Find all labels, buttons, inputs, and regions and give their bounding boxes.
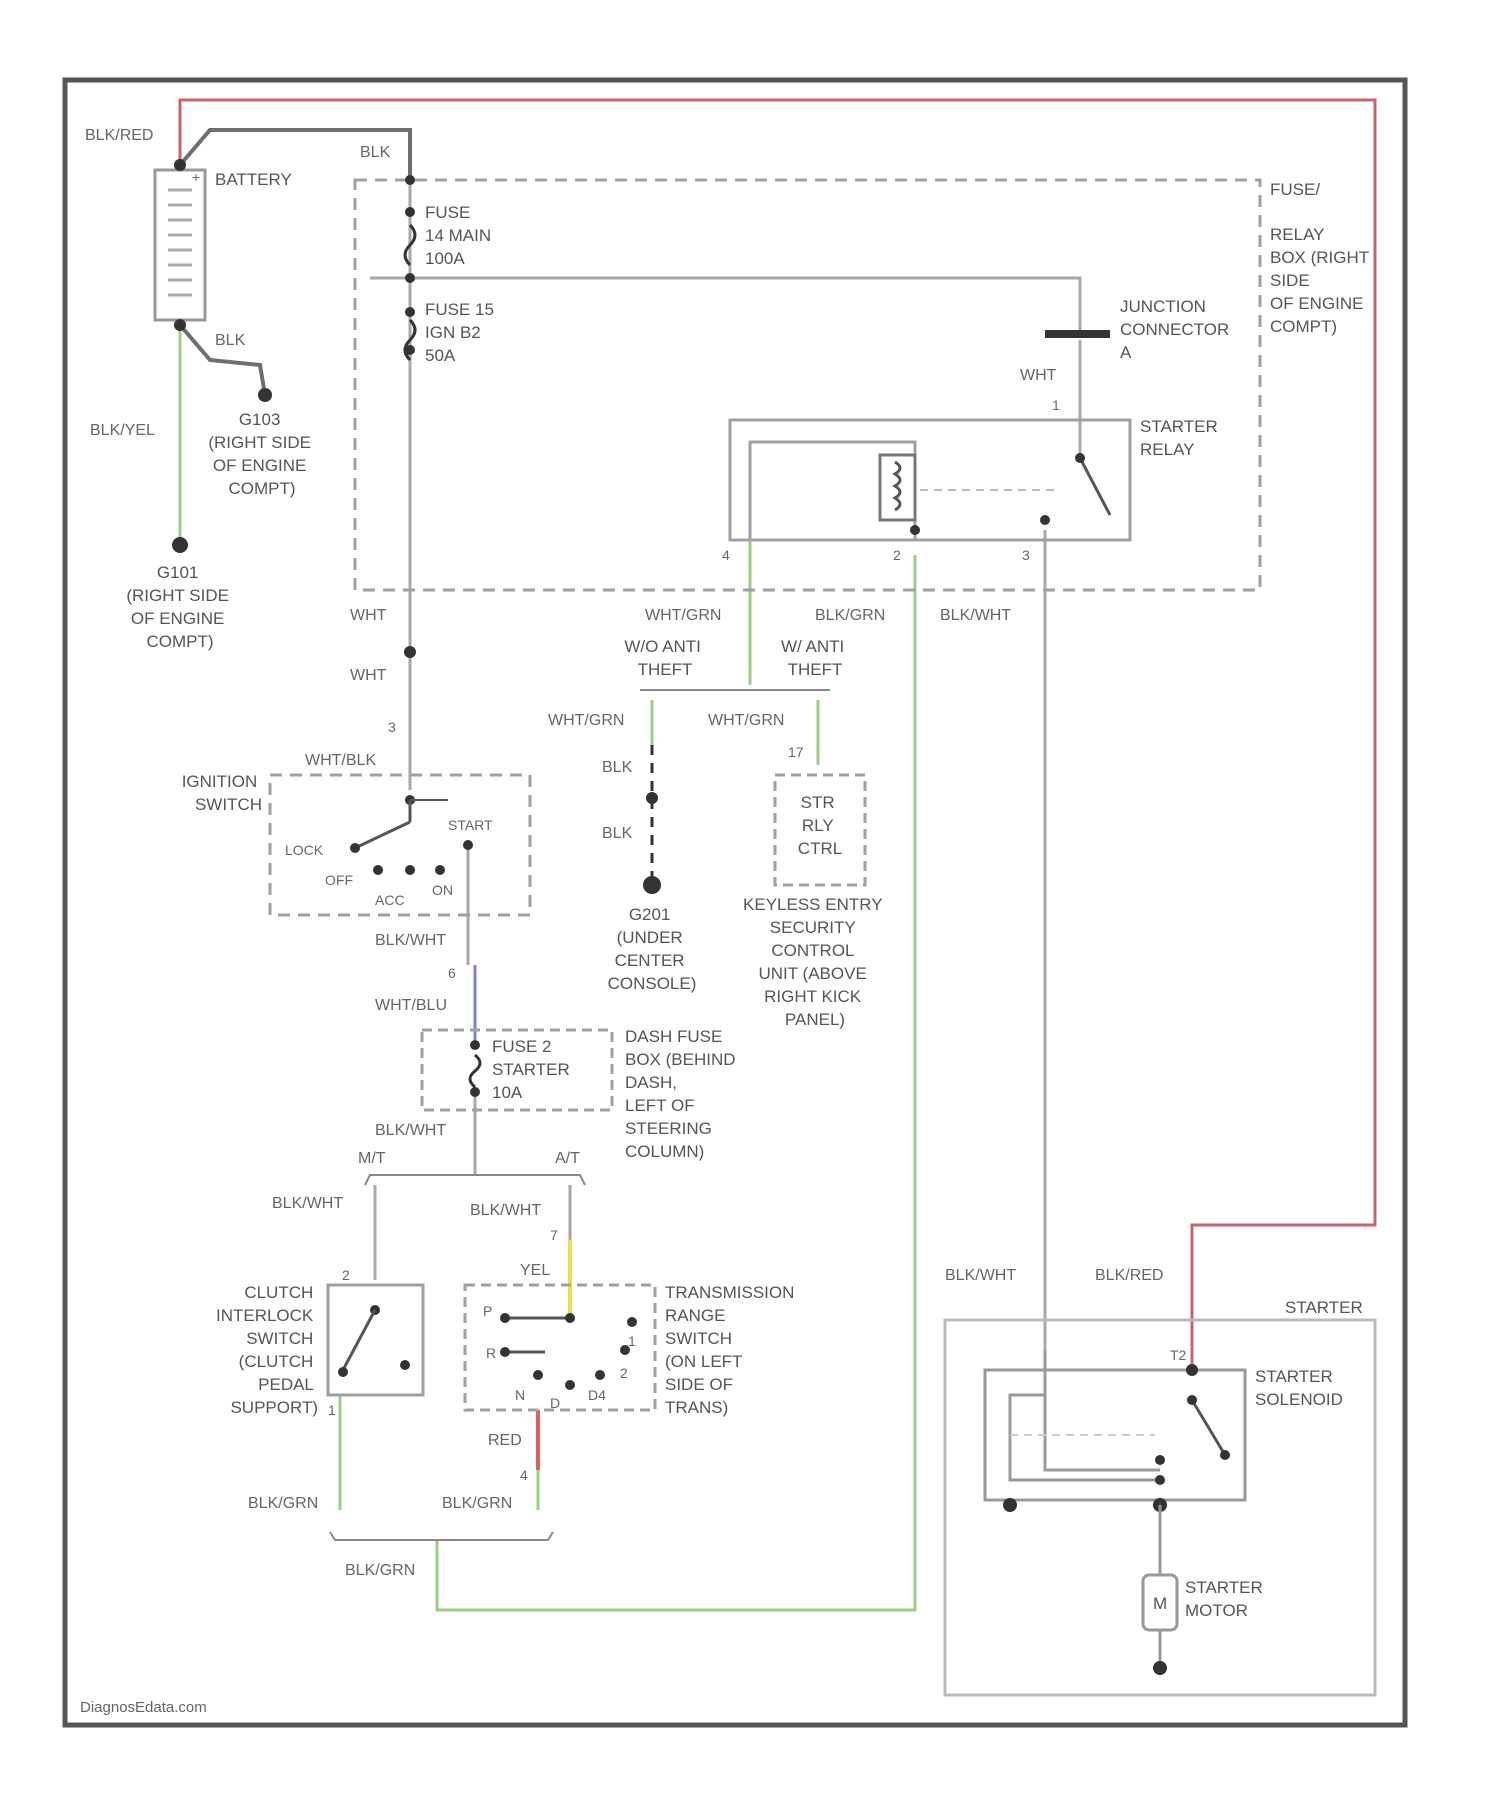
trs-d4: D4 [588, 1387, 606, 1403]
connector-dot-1 [646, 792, 658, 804]
clutch-pin-1: 1 [328, 1402, 336, 1418]
with-anti-theft-label: W/ ANTI THEFT [781, 637, 849, 679]
label-blk-grn-trs: BLK/GRN [442, 1495, 512, 1512]
trs-contacts [500, 1313, 637, 1390]
label-blk-yel: BLK/YEL [90, 422, 155, 439]
junction-connector-label: JUNCTION CONNECTOR A [1120, 297, 1234, 362]
trs-1: 1 [628, 1333, 636, 1349]
blk-grn-bracket [330, 1532, 553, 1540]
trs-p: P [483, 1303, 492, 1319]
ign-start: START [448, 817, 493, 833]
clutch-pin-2: 2 [342, 1267, 350, 1283]
label-blk-2: BLK [602, 825, 633, 842]
label-wht-grn-top: WHT/GRN [645, 607, 721, 624]
mt-at-bracket [365, 1175, 585, 1185]
battery-pos-pin: + [192, 169, 200, 185]
starter-pin-t2: T2 [1170, 1347, 1187, 1363]
wire-blk-red-main [180, 100, 1375, 1370]
trs-d: D [550, 1395, 560, 1411]
label-wht-grn-right: WHT/GRN [708, 712, 784, 729]
battery-label: BATTERY [215, 170, 292, 189]
label-wht-junction: WHT [1020, 367, 1057, 384]
label-wht-blk: WHT/BLK [305, 752, 376, 769]
label-blk-wht-at: BLK/WHT [470, 1202, 541, 1219]
g101-label: G101 (RIGHT SIDE OF ENGINE COMPT) [126, 563, 233, 651]
ground-g103-symbol [258, 388, 272, 402]
trs-pin-4: 4 [520, 1467, 528, 1483]
label-blk-top: BLK [360, 144, 391, 161]
starter-solenoid-internals [1003, 1350, 1230, 1575]
label-blk-grn-relay: BLK/GRN [815, 607, 885, 624]
ground-g101-symbol [172, 537, 188, 553]
ign-on: ON [432, 882, 453, 898]
trs-n: N [515, 1387, 525, 1403]
label-mt: M/T [358, 1150, 386, 1167]
trs-2: 2 [620, 1365, 628, 1381]
label-blk-grn-bottom: BLK/GRN [345, 1562, 415, 1579]
label-blk-wht-starter: BLK/WHT [945, 1267, 1016, 1284]
keyless-entry-label: KEYLESS ENTRY SECURITY CONTROL UNIT (ABO… [743, 895, 887, 1029]
relay-pin-3: 3 [1022, 547, 1030, 563]
label-blk-1: BLK [602, 759, 633, 776]
relay-pin-1: 1 [1052, 397, 1060, 413]
relay-pin-2: 2 [893, 547, 901, 563]
ign-pin-6: 6 [448, 965, 456, 981]
str-rly-ctrl-label: STR RLY CTRL [798, 793, 842, 858]
label-blk-wht-relay: BLK/WHT [940, 607, 1011, 624]
label-at: A/T [555, 1150, 580, 1167]
ignition-switch-label: IGNITION SWITCH [182, 772, 262, 814]
fuse-15-label: FUSE 15 IGN B2 50A [425, 300, 499, 365]
ign-pin-3: 3 [388, 719, 396, 735]
label-blk-wht-ign: BLK/WHT [375, 932, 446, 949]
label-wht-blu: WHT/BLU [375, 997, 447, 1014]
without-anti-theft-label: W/O ANTI THEFT [624, 637, 705, 679]
relay-pin-4: 4 [722, 547, 730, 563]
fuse-relay-box-label: FUSE/ RELAY BOX (RIGHT SIDE OF ENGINE CO… [1270, 180, 1374, 336]
fuse-2-label: FUSE 2 STARTER 10A [492, 1037, 575, 1102]
label-wht-grn-left: WHT/GRN [548, 712, 624, 729]
trs-r: R [486, 1345, 496, 1361]
label-wht-2: WHT [350, 667, 387, 684]
footer-watermark: DiagnosEdata.com [80, 1699, 207, 1716]
clutch-switch-contacts [338, 1305, 410, 1377]
starter-relay-label: STARTER RELAY [1140, 417, 1223, 459]
label-blk-wht-mt: BLK/WHT [272, 1195, 343, 1212]
starter-relay-coil [750, 420, 1110, 540]
ground-g201-symbol [643, 876, 661, 894]
label-blk-grn-clutch: BLK/GRN [248, 1495, 318, 1512]
clutch-switch-label: CLUTCH INTERLOCK SWITCH (CLUTCH PEDAL SU… [216, 1283, 318, 1417]
fuse-14-label: FUSE 14 MAIN 100A [425, 203, 496, 268]
starter-relay-box [730, 420, 1130, 540]
ign-off: OFF [325, 872, 353, 888]
starter-motor-symbol [1143, 1575, 1177, 1675]
starter-motor-m: M [1153, 1594, 1167, 1613]
label-blk-wht-fuse2: BLK/WHT [375, 1122, 446, 1139]
label-yel: YEL [520, 1262, 550, 1279]
clutch-switch-box [328, 1285, 423, 1395]
starter-motor-label: STARTER MOTOR [1185, 1578, 1268, 1620]
dash-fuse-box-label: DASH FUSE BOX (BEHIND DASH, LEFT OF STEE… [625, 1027, 740, 1161]
ign-acc: ACC [375, 892, 405, 908]
fuse-2-symbol [470, 1040, 480, 1097]
g201-label: G201 (UNDER CENTER CONSOLE) [608, 905, 697, 993]
keyless-pin-17: 17 [788, 744, 804, 760]
starter-label: STARTER [1285, 1298, 1363, 1317]
label-blk-red-starter: BLK/RED [1095, 1267, 1163, 1284]
trs-label: TRANSMISSION RANGE SWITCH (ON LEFT SIDE … [665, 1283, 799, 1417]
starter-solenoid-label: STARTER SOLENOID [1255, 1367, 1343, 1409]
ignition-switch-contacts [350, 795, 473, 875]
splice-dot [404, 646, 416, 658]
ign-lock: LOCK [285, 842, 324, 858]
junction-connector-symbol [1045, 330, 1110, 338]
g103-label: G103 (RIGHT SIDE OF ENGINE COMPT) [208, 410, 315, 498]
label-blk-batt: BLK [215, 332, 246, 349]
label-blk-red-top: BLK/RED [85, 127, 153, 144]
trs-pin-7: 7 [550, 1227, 558, 1243]
label-wht-1: WHT [350, 607, 387, 624]
label-red: RED [488, 1432, 522, 1449]
